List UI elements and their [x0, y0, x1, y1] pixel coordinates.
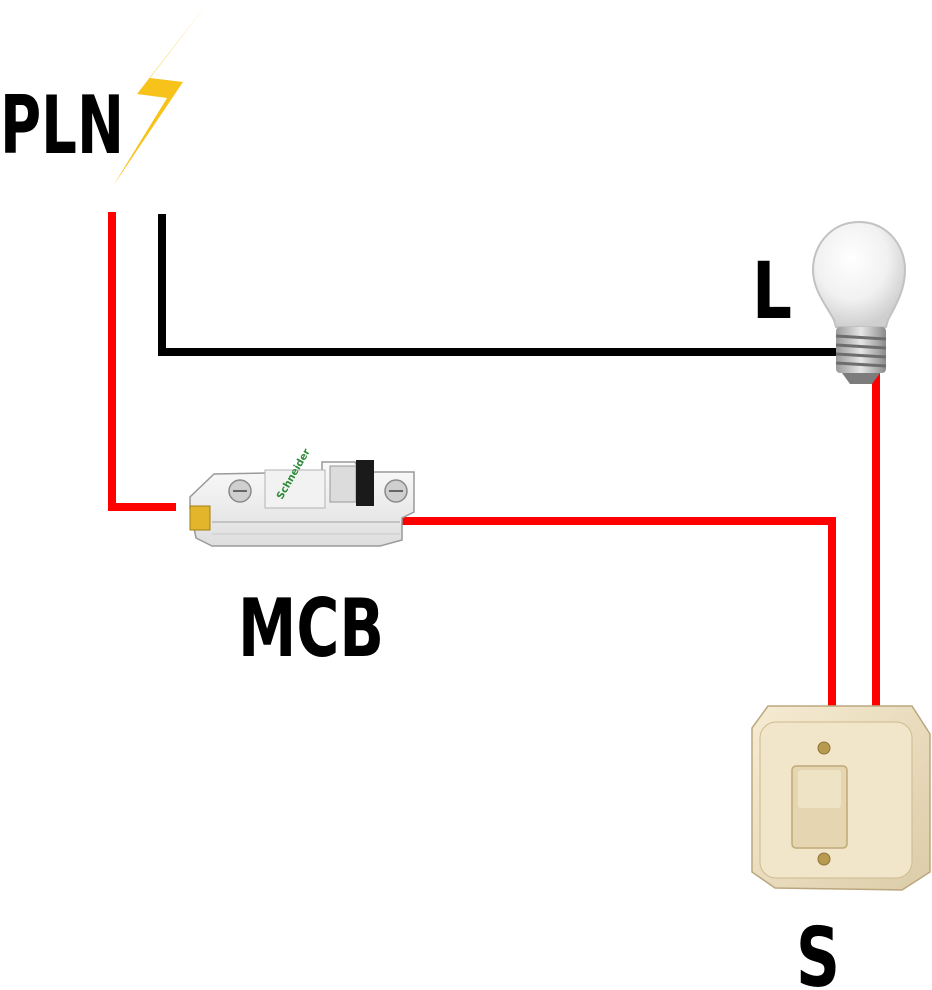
pln-label: PLN: [0, 79, 124, 172]
circuit-breaker-icon: Schneider: [189, 447, 415, 547]
lamp-label: L: [752, 247, 792, 337]
switch-label: S: [796, 911, 840, 990]
lightning-bolt-icon: [113, 0, 210, 186]
phase-wire-mcb-to-switch: [402, 517, 836, 706]
mcb-label: MCB: [238, 582, 384, 675]
light-bulb-icon: [811, 220, 907, 384]
neutral-wire: [158, 214, 845, 356]
wall-switch-icon: [751, 705, 931, 891]
phase-wire-to-mcb: [108, 212, 176, 511]
